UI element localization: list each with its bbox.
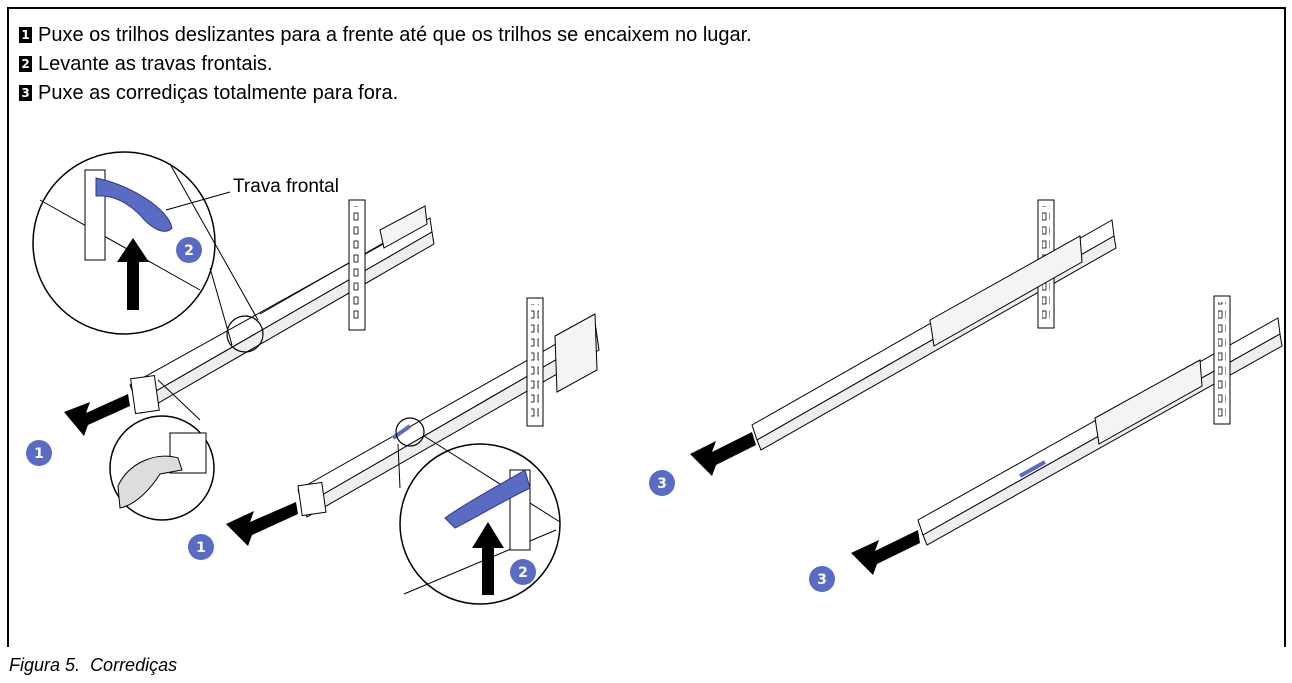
step-marker-2-bottom: 2 [510,559,536,585]
pull-arrow-right-upper [690,432,756,476]
svg-text:2: 2 [184,243,194,259]
step-number-badge: 1 [19,26,32,43]
step-marker-3-lower: 3 [809,566,835,592]
right-upper-rail [751,199,1117,451]
svg-text:2: 2 [518,565,528,581]
release-tab-magnifier [109,379,215,521]
step-text: Puxe as corrediças totalmente para fora. [38,81,399,104]
figure-title: Corrediças [90,655,178,675]
pull-arrow-left-lower [226,502,298,546]
step-marker-2-top: 2 [176,237,202,263]
svg-text:1: 1 [196,540,206,556]
svg-text:3: 3 [817,572,827,588]
svg-text:1: 1 [34,446,44,462]
step-marker-1-center: 1 [188,534,214,560]
left-lower-rail [297,297,600,518]
step-marker-3-upper: 3 [649,470,675,496]
instruction-list: 1 Puxe os trilhos deslizantes para a fre… [19,20,752,107]
figure-frame [7,7,1286,647]
right-lower-rail [917,295,1283,546]
step-text: Levante as travas frontais. [38,52,273,75]
pull-arrow-left-upper [64,394,130,436]
step-number-badge: 3 [19,84,32,101]
latch-detail-magnifier-top [32,151,264,353]
step-number-badge: 2 [19,55,32,72]
figure-number: Figura 5. [9,655,81,675]
svg-text:3: 3 [657,476,667,492]
step-marker-1-left: 1 [26,440,52,466]
front-latch-callout-label: Trava frontal [233,176,339,197]
instruction-step-1: 1 Puxe os trilhos deslizantes para a fre… [19,20,752,49]
figure-caption: Figura 5. Corrediças [9,655,177,676]
instruction-step-2: 2 Levante as travas frontais. [19,49,752,78]
pull-arrow-right-lower [851,530,920,575]
left-upper-rail [129,199,435,415]
step-text: Puxe os trilhos deslizantes para a frent… [38,23,752,46]
instruction-step-3: 3 Puxe as corrediças totalmente para for… [19,78,752,107]
